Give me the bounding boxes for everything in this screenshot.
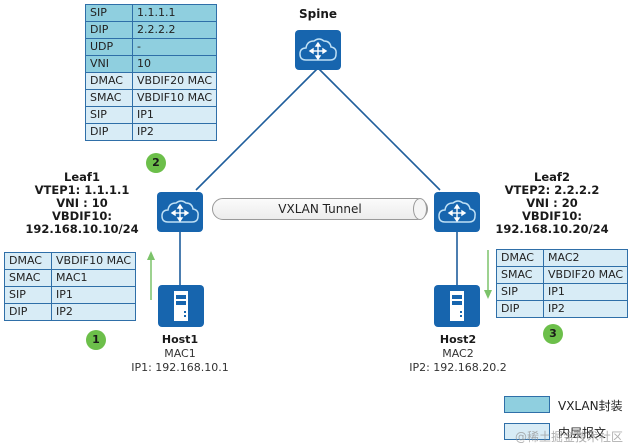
leaf2-vtep: VTEP2: 2.2.2.2 (504, 183, 600, 197)
step-badge-1: 1 (86, 330, 106, 350)
field-value: VBDIF10 MAC (131, 89, 218, 107)
field-value: 2.2.2.2 (131, 21, 218, 39)
field-value: IP2 (131, 123, 218, 141)
leaf1-vni: VNI : 10 (56, 196, 108, 210)
down-arrow-icon (484, 250, 492, 299)
tunnel-label: VXLAN Tunnel (278, 202, 362, 216)
legend-swatch-outer (504, 396, 550, 413)
step-badge-2: 2 (146, 153, 166, 173)
field-name: VNI (85, 55, 133, 73)
watermark: @稀土掘金技术社区 (515, 430, 624, 444)
leaf1-label: Leaf1 VTEP1: 1.1.1.1 VNI : 10 VBDIF10: 1… (18, 171, 146, 236)
leaf1-vbdif: VBDIF10: (52, 209, 112, 223)
link-spine-leaf1 (195, 67, 319, 191)
field-value: IP2 (542, 300, 629, 318)
leaf2-label: Leaf2 VTEP2: 2.2.2.2 VNI : 20 VBDIF10: 1… (488, 171, 616, 236)
server-icon (450, 291, 464, 321)
field-value: IP1 (50, 286, 137, 304)
legend-label-outer: VXLAN封装 (558, 399, 623, 413)
link-spine-leaf2 (317, 67, 441, 191)
field-name: SIP (496, 283, 544, 301)
leaf1-switch[interactable] (157, 192, 203, 232)
leaf2-vbdif: VBDIF10: (522, 209, 582, 223)
legend-label-inner: 内层报文 (558, 426, 607, 440)
vxlan-tunnel: VXLAN Tunnel (212, 198, 428, 220)
host2-server[interactable] (434, 285, 480, 327)
field-value: IP2 (50, 303, 137, 321)
packet-row-udp: UDP- (85, 38, 218, 56)
field-value: VBDIF20 MAC (131, 72, 218, 90)
field-name: DMAC (496, 249, 544, 267)
tunnel-end-cap (413, 198, 427, 220)
field-value: MAC2 (542, 249, 629, 267)
host1-mac: MAC1 (164, 347, 196, 360)
field-value: VBDIF20 MAC (542, 266, 629, 284)
field-value: VBDIF10 MAC (50, 252, 137, 270)
leaf1-vbdif-ip: 192.168.10.10/24 (25, 222, 139, 236)
field-name: DMAC (4, 252, 52, 270)
cloud-router-icon (299, 38, 337, 61)
host1-label: Host1 MAC1 IP1: 192.168.10.1 (110, 333, 250, 375)
cloud-router-icon (161, 200, 199, 223)
field-value: 1.1.1.1 (131, 4, 218, 22)
leaf2-vbdif-ip: 192.168.10.20/24 (495, 222, 609, 236)
field-value: - (131, 38, 218, 56)
field-value: 10 (131, 55, 218, 73)
field-name: SIP (85, 106, 133, 124)
field-name: DIP (85, 21, 133, 39)
host2-mac: MAC2 (442, 347, 474, 360)
leaf1-vtep: VTEP1: 1.1.1.1 (34, 183, 130, 197)
leaf1-name: Leaf1 (64, 170, 100, 184)
spine-label: Spine (298, 7, 338, 21)
step-badge-3: 3 (543, 324, 563, 344)
field-name: DIP (4, 303, 52, 321)
host1-name: Host1 (161, 333, 199, 346)
field-name: SMAC (496, 266, 544, 284)
field-name: SMAC (85, 89, 133, 107)
cloud-router-icon (438, 200, 476, 223)
leaf2-name: Leaf2 (534, 170, 570, 184)
host2-ip: IP2: 192.168.20.2 (409, 361, 507, 374)
field-name: DIP (496, 300, 544, 318)
server-icon (174, 291, 188, 321)
host2-label: Host2 MAC2 IP2: 192.168.20.2 (388, 333, 528, 375)
field-name: SIP (4, 286, 52, 304)
leaf2-switch[interactable] (434, 192, 480, 232)
field-name: SIP (85, 4, 133, 22)
up-arrow-icon (147, 251, 155, 300)
field-value: MAC1 (50, 269, 137, 287)
host2-name: Host2 (439, 333, 477, 346)
field-value: IP1 (131, 106, 218, 124)
host1-server[interactable] (158, 285, 204, 327)
field-name: UDP (85, 38, 133, 56)
spine-switch[interactable] (295, 30, 341, 70)
field-value: IP1 (542, 283, 629, 301)
leaf2-vni: VNI : 20 (526, 196, 578, 210)
host1-ip: IP1: 192.168.10.1 (131, 361, 229, 374)
legend-swatch-inner (504, 423, 550, 440)
field-name: DIP (85, 123, 133, 141)
field-name: DMAC (85, 72, 133, 90)
field-name: SMAC (4, 269, 52, 287)
